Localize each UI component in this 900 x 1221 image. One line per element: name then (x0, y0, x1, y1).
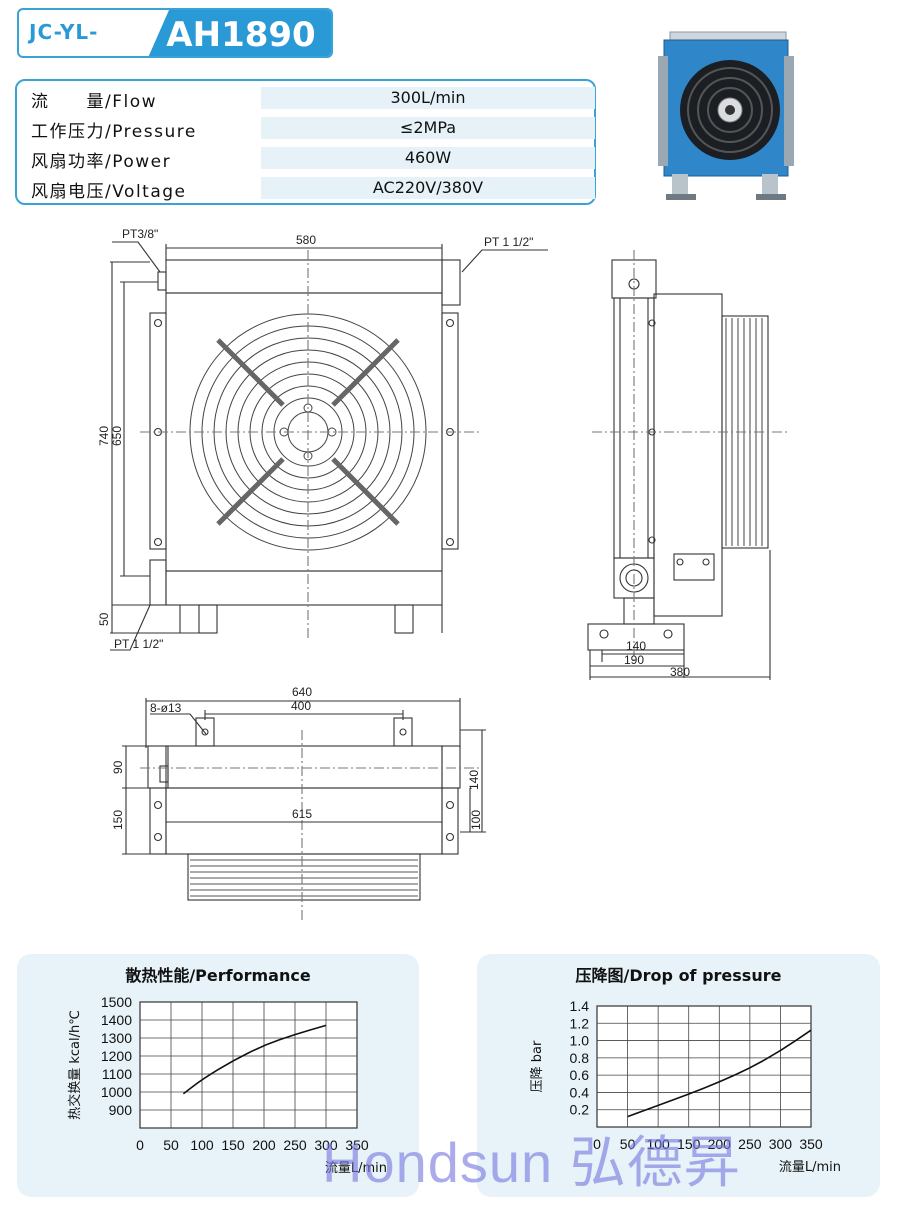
x-axis-label: 流量L/min (325, 1161, 387, 1176)
y-axis-label: 热交换量 kcal/h℃ (67, 1010, 83, 1120)
x-tick-label: 200 (708, 1136, 732, 1152)
y-axis-label: 压降 bar (530, 1040, 545, 1092)
side-depth: 380 (670, 665, 690, 679)
y-tick-label: 1400 (101, 1012, 132, 1028)
spec-row-voltage: 风扇电压/Voltage AC220V/380V (27, 175, 595, 202)
y-tick-label: 1500 (101, 994, 132, 1010)
x-tick-label: 350 (345, 1137, 369, 1153)
y-tick-label: 1000 (101, 1084, 132, 1100)
top-core-width: 615 (292, 807, 312, 821)
front-height-outer: 740 (97, 426, 111, 446)
x-tick-label: 150 (221, 1137, 245, 1153)
spec-label: 工作压力/Pressure (31, 122, 197, 142)
spec-row-power: 风扇功率/Power 460W (27, 145, 595, 172)
x-tick-label: 100 (190, 1137, 214, 1153)
side-foot-inner: 140 (626, 639, 646, 653)
spec-row-flow: 流 量/Flow 300L/min (27, 85, 595, 112)
y-tick-label: 1100 (102, 1066, 132, 1082)
pressure-drop-title: 压降图/Drop of pressure (575, 966, 782, 985)
performance-chart: 0 50 100 150 200 250 300 350 900 1000 1100 1200 1300… (67, 994, 387, 1176)
spec-value: AC220V/380V (261, 177, 595, 199)
y-tick-label: 0.8 (570, 1050, 590, 1066)
front-base-height: 50 (97, 612, 111, 626)
model-prefix: JC-YL- (29, 20, 99, 44)
y-tick-label: 1.0 (570, 1033, 590, 1049)
top-dim-90: 90 (111, 760, 125, 774)
model-number: AH1890 (147, 10, 331, 56)
y-tick-label: 900 (109, 1102, 133, 1118)
x-tick-label: 50 (620, 1136, 636, 1152)
spec-table: 流 量/Flow 300L/min 工作压力/Pressure ≤2MPa 风扇… (15, 79, 596, 205)
pressure-drop-chart: 0 50 100 150 200 250 300 350 0.2 0.40.60.81.0 1.21… (530, 998, 841, 1175)
top-view: 640 400 8-ø13 615 90 150 140 100 (111, 685, 486, 920)
y-tick-label: 0.2 (570, 1102, 590, 1118)
plot-area (596, 1005, 812, 1128)
x-tick-label: 0 (593, 1136, 601, 1152)
plot-area (139, 1001, 358, 1129)
x-tick-label: 250 (738, 1136, 762, 1152)
y-tick-label: 1200 (101, 1048, 132, 1064)
series-line (627, 1029, 812, 1118)
performance-panel: 散热性能/Performance 0 50 100 150 200 250 300 350 90… (17, 954, 419, 1197)
spec-value: 460W (261, 147, 595, 169)
x-tick-label: 250 (283, 1137, 307, 1153)
top-bolts: 8-ø13 (150, 701, 182, 715)
product-photo (658, 31, 794, 200)
top-bolt-spacing: 400 (291, 699, 311, 713)
spec-row-pressure: 工作压力/Pressure ≤2MPa (27, 115, 595, 142)
spec-label: 风扇电压/Voltage (31, 182, 187, 202)
x-tick-label: 350 (799, 1136, 823, 1152)
top-dim-100: 100 (469, 810, 483, 830)
spec-value: 300L/min (261, 87, 595, 109)
top-dim-150: 150 (111, 810, 125, 830)
x-tick-label: 100 (646, 1136, 670, 1152)
x-tick-label: 50 (163, 1137, 179, 1153)
y-tick-label: 1.2 (570, 1015, 590, 1031)
y-tick-label: 0.6 (570, 1067, 590, 1083)
y-tick-label: 1.4 (570, 998, 590, 1014)
technical-drawing: 580 PT3/8" PT 1 1/2" 740 650 50 PT 1 1/2… (97, 227, 790, 920)
x-axis-label: 流量L/min (779, 1160, 841, 1175)
x-tick-label: 300 (314, 1137, 338, 1153)
y-tick-label: 0.4 (570, 1084, 590, 1100)
top-dim-140: 140 (467, 770, 481, 790)
x-tick-label: 150 (677, 1136, 701, 1152)
performance-title: 散热性能/Performance (125, 966, 311, 985)
x-tick-label: 300 (769, 1136, 793, 1152)
pressure-drop-panel: 压降图/Drop of pressure 0 50 100 150 200 250 300 3… (477, 954, 880, 1197)
front-port-top-right: PT 1 1/2" (484, 235, 533, 249)
top-width-outer: 640 (292, 685, 312, 699)
spec-label: 流 量/Flow (31, 92, 158, 112)
spec-label: 风扇功率/Power (31, 152, 172, 172)
model-badge: JC-YL- AH1890 (17, 8, 333, 58)
front-width-label: 580 (296, 233, 316, 247)
side-foot-outer: 190 (624, 653, 644, 667)
front-port-bottom: PT 1 1/2" (114, 637, 163, 651)
x-tick-label: 200 (252, 1137, 276, 1153)
front-port-top-left: PT3/8" (122, 227, 158, 241)
x-tick-label: 0 (136, 1137, 144, 1153)
front-view: 580 PT3/8" PT 1 1/2" 740 650 50 PT 1 1/2… (97, 227, 548, 651)
spec-value: ≤2MPa (261, 117, 595, 139)
y-tick-label: 1300 (101, 1030, 132, 1046)
front-height-inner: 650 (110, 426, 124, 446)
series-line (182, 1024, 327, 1095)
brand-watermark: Hondsun 弘德昇 (322, 1131, 741, 1194)
side-view: 140 190 380 (587, 250, 790, 680)
